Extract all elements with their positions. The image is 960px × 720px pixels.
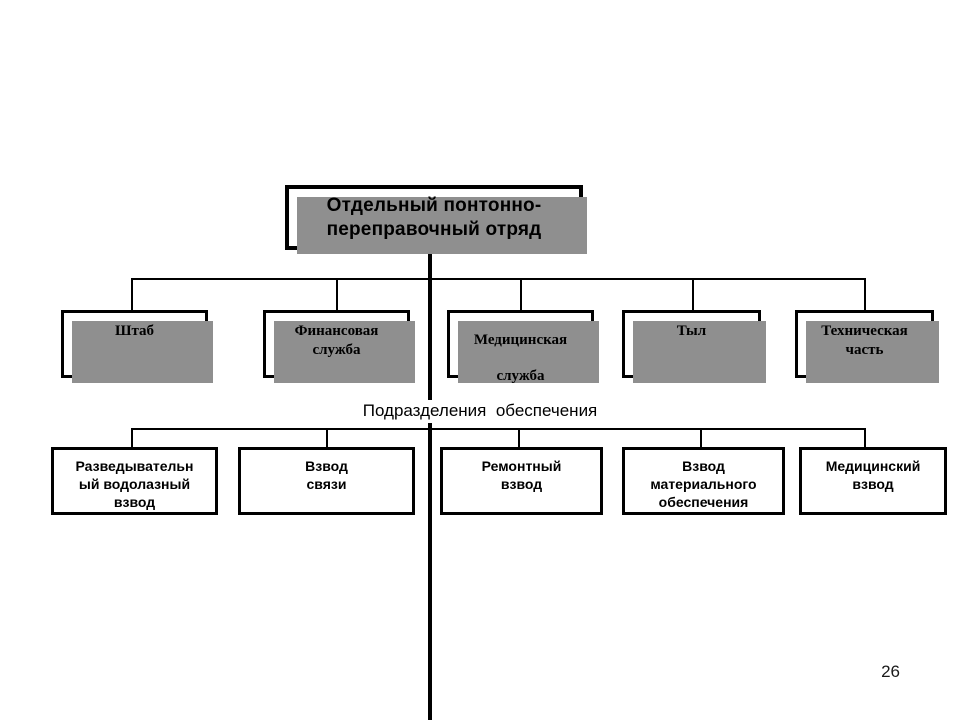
org-node-root-line2: переправочный отряд (326, 218, 542, 240)
connector-drop-medical-svc (520, 278, 522, 310)
org-node-medical-service[interactable]: Медицинская служба (447, 310, 599, 384)
org-node-finance-label: Финансовая служба (266, 322, 407, 360)
org-node-repair-platoon-line2: взвод (500, 476, 543, 492)
connector-drop-supply (700, 428, 702, 447)
org-node-finance-line2: служба (312, 342, 361, 358)
org-node-shtab[interactable]: Штаб (61, 310, 213, 383)
org-node-technical[interactable]: Техническая часть (795, 310, 939, 383)
connector-bus-level3 (131, 428, 864, 430)
org-node-medical-platoon-label: Медицинский взвод (802, 457, 944, 493)
org-node-technical-label: Техническая часть (798, 322, 931, 360)
connector-drop-repair (518, 428, 520, 447)
connector-drop-recon-diver (131, 428, 133, 447)
org-node-medical-service-line2: служба (496, 368, 545, 384)
org-node-technical-line2: часть (845, 342, 884, 358)
org-node-medical-service-line1: Медицинская (473, 332, 568, 348)
org-node-signals-platoon-label: Взвод связи (241, 457, 412, 493)
connector-main-trunk (428, 250, 432, 720)
org-node-signals-platoon[interactable]: Взвод связи (238, 447, 415, 515)
connector-drop-rear (692, 278, 694, 310)
connector-drop-technical (864, 278, 866, 310)
org-node-recon-diver-platoon-line2: ый водолазный (78, 476, 191, 492)
org-node-medical-service-label: Медицинская служба (450, 322, 591, 394)
org-node-supply-platoon-line1: Взвод (682, 458, 725, 474)
org-node-supply-platoon-line2: материального (650, 476, 757, 492)
org-node-finance[interactable]: Финансовая служба (263, 310, 415, 383)
org-node-medical-platoon[interactable]: Медицинский взвод (799, 447, 947, 515)
org-node-recon-diver-platoon-line1: Разведывательн (75, 458, 194, 474)
org-node-recon-diver-platoon-line3: взвод (113, 494, 156, 510)
org-node-root[interactable]: Отдельный понтонно- переправочный отряд (285, 185, 587, 254)
org-node-repair-platoon[interactable]: Ремонтный взвод (440, 447, 603, 515)
org-node-supply-platoon[interactable]: Взвод материального обеспечения (622, 447, 785, 515)
org-node-signals-platoon-line1: Взвод (305, 458, 348, 474)
org-node-technical-line1: Техническая (821, 323, 908, 339)
org-node-rear[interactable]: Тыл (622, 310, 766, 383)
org-node-supply-platoon-label: Взвод материального обеспечения (625, 457, 782, 511)
org-node-root-line1: Отдельный понтонно- (326, 194, 542, 216)
connector-bus-level2 (131, 278, 864, 280)
org-node-signals-platoon-line2: связи (306, 476, 347, 492)
org-node-shtab-label: Штаб (64, 322, 205, 341)
page-number: 26 (881, 662, 900, 681)
org-node-recon-diver-platoon-label: Разведывательн ый водолазный взвод (54, 457, 215, 511)
org-node-rear-label: Тыл (625, 322, 758, 341)
org-node-shtab-line1: Штаб (114, 323, 155, 339)
group-caption-support-units: Подразделения обеспечения (0, 400, 960, 423)
connector-drop-shtab (131, 278, 133, 310)
org-node-repair-platoon-line1: Ремонтный (481, 458, 562, 474)
org-node-supply-platoon-line3: обеспечения (658, 494, 749, 510)
org-node-repair-platoon-label: Ремонтный взвод (443, 457, 600, 493)
connector-drop-signals (326, 428, 328, 447)
org-node-medical-platoon-line2: взвод (852, 476, 894, 492)
connector-drop-finance (336, 278, 338, 310)
org-node-root-label: Отдельный понтонно- переправочный отряд (289, 194, 579, 242)
org-node-recon-diver-platoon[interactable]: Разведывательн ый водолазный взвод (51, 447, 218, 515)
connector-drop-medical-pl (864, 428, 866, 447)
org-node-rear-line1: Тыл (676, 323, 707, 339)
org-node-medical-platoon-line1: Медицинский (825, 458, 921, 474)
org-node-finance-line1: Финансовая (294, 323, 379, 339)
